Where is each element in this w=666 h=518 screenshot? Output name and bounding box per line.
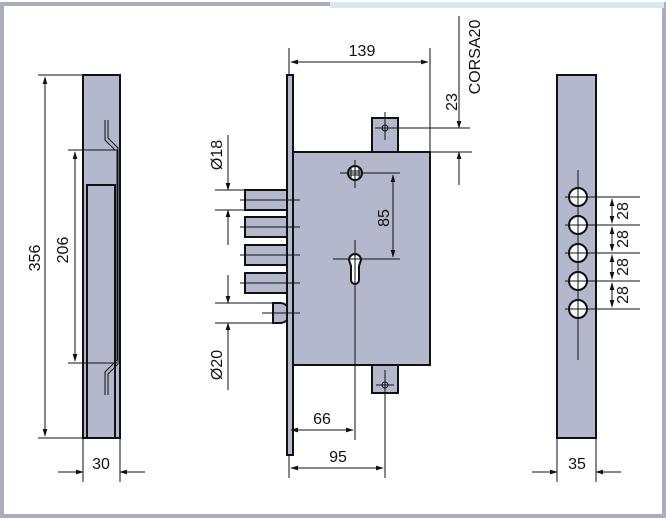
dim-latch-diameter: Ø20 (209, 350, 226, 380)
dim-hole-spacing: 28 (615, 258, 632, 276)
right-strike-plate-view: 28 28 28 28 35 (532, 74, 640, 482)
hook-edge (107, 120, 119, 395)
dim-95: 95 (329, 449, 347, 466)
upper-lower-hook (104, 120, 118, 395)
dim-hole-spacing: 28 (615, 202, 632, 220)
dim-66: 66 (313, 411, 331, 428)
stroke-label: CORSA20 (467, 20, 484, 95)
left-side-view: 356 206 30 (27, 74, 145, 482)
rod-channel (86, 184, 116, 439)
dim-hole-spacing: 28 (615, 230, 632, 248)
dim-bolt-diameter: Ø18 (209, 140, 226, 170)
dim-23: 23 (444, 93, 461, 111)
dim-30: 30 (92, 456, 110, 473)
dim-35: 35 (568, 456, 586, 473)
frame-accent-strip (330, 2, 664, 8)
dim-206: 206 (55, 237, 72, 264)
dim-139: 139 (349, 43, 376, 60)
faceplate (286, 74, 294, 456)
center-front-view: 139 23 CORSA20 85 Ø18 Ø20 66 95 (209, 16, 484, 478)
dim-356: 356 (27, 245, 44, 272)
dim-hole-spacing: 28 (615, 286, 632, 304)
dim-85: 85 (376, 209, 393, 227)
